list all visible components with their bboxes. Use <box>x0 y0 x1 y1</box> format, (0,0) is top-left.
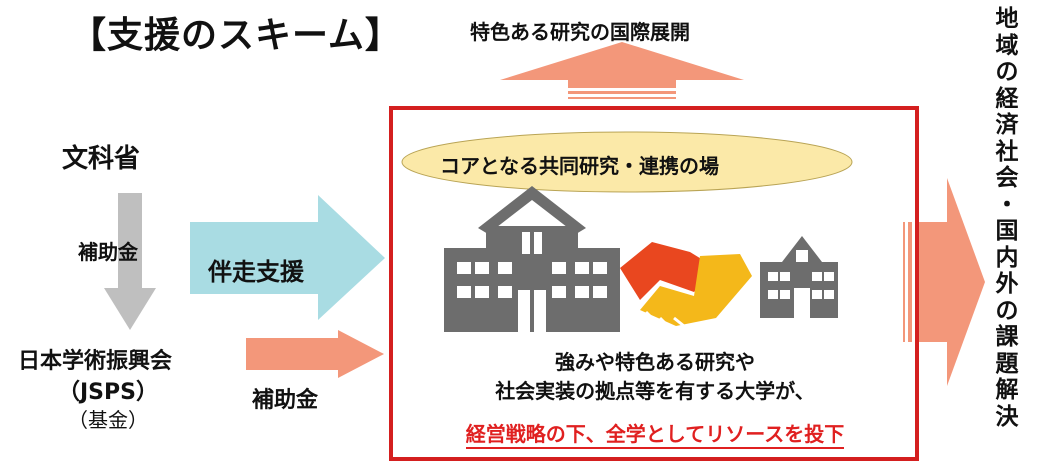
university-text-line2: 社会実装の拠点等を有する大学が、 <box>495 379 815 403</box>
vertical-char: 題 <box>995 350 1019 377</box>
school-building-large-icon <box>444 186 620 332</box>
jsps-abbr-label: （JSPS） <box>58 380 158 405</box>
vertical-char: 社 <box>995 138 1019 165</box>
university-text-line3: 経営戦略の下、全学としてリソースを投下 <box>390 418 920 449</box>
vertical-char: の <box>995 297 1019 324</box>
subsidy-arrow-salmon <box>246 330 384 378</box>
vertical-char: 済 <box>995 112 1019 138</box>
support-label: 伴走支援 <box>208 258 304 286</box>
jsps-fund-label: （基金） <box>68 408 148 432</box>
right-arrow-outcome <box>903 178 985 386</box>
up-arrow-international <box>500 42 744 99</box>
vertical-char: 経 <box>995 85 1019 112</box>
subsidy-label-bottom: 補助金 <box>252 388 319 413</box>
vertical-char: 会 <box>995 165 1019 191</box>
school-building-small-icon <box>760 236 838 318</box>
vertical-char: 外 <box>995 271 1019 297</box>
vertical-char: 域 <box>995 32 1019 59</box>
university-text-line1: 強みや特色ある研究や <box>555 350 755 374</box>
outcome-vertical-label: 地域の経済社会・国内外の課題解決 <box>987 6 1027 430</box>
international-deployment-label: 特色ある研究の国際展開 <box>470 20 690 44</box>
vertical-char: 課 <box>995 324 1019 350</box>
vertical-char: 解 <box>995 377 1019 403</box>
ministry-label: 文科省 <box>62 144 141 174</box>
vertical-char: 内 <box>995 244 1019 271</box>
handshake-icon <box>620 242 752 330</box>
support-arrow-blue <box>190 195 385 320</box>
subsidy-label-top: 補助金 <box>78 240 138 264</box>
vertical-char: 地 <box>995 6 1019 32</box>
vertical-char: 決 <box>995 403 1019 430</box>
down-arrow-gray <box>104 193 156 330</box>
vertical-char: ・ <box>995 191 1019 218</box>
vertical-char: の <box>995 59 1019 85</box>
core-ellipse <box>401 131 853 193</box>
university-box <box>389 106 919 461</box>
core-research-label: コアとなる共同研究・連携の場 <box>440 154 719 178</box>
jsps-name-label: 日本学術振興会 <box>18 349 173 374</box>
university-text-line3-underlined: 経営戦略の下、全学としてリソースを投下 <box>465 422 845 449</box>
vertical-char: 国 <box>995 218 1019 244</box>
page-title: 【支援のスキーム】 <box>70 15 402 56</box>
